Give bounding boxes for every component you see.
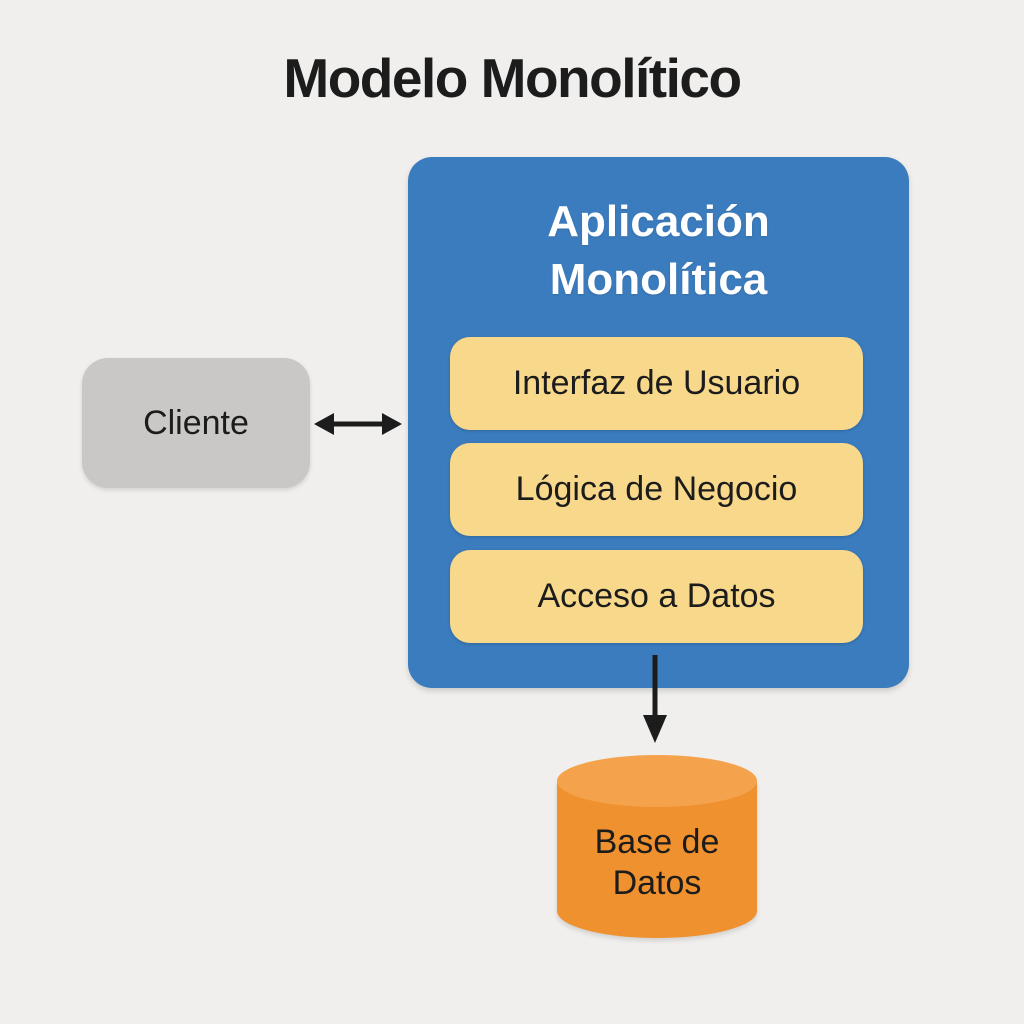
layer-acceso-label: Acceso a Datos — [537, 577, 776, 615]
layer-logica-label: Lógica de Negocio — [515, 470, 798, 508]
client-label: Cliente — [143, 403, 249, 442]
bidirectional-arrow-icon — [314, 413, 402, 435]
database-cylinder-body — [557, 781, 757, 938]
layer-acceso-a-datos: Acceso a Datos — [450, 550, 863, 643]
diagram-title: Modelo Monolítico — [283, 47, 742, 109]
database-label: Base de Datos — [594, 823, 720, 903]
layer-logica-de-negocio: Lógica de Negocio — [450, 443, 863, 536]
application-node: Aplicación Monolítica Interfaz de Usuari… — [408, 157, 909, 688]
database-cylinder-top — [557, 755, 757, 807]
application-title: Aplicación Monolítica — [547, 197, 770, 305]
layer-interfaz-label: Interfaz de Usuario — [512, 364, 801, 402]
client-node: Cliente — [82, 358, 310, 488]
layer-interfaz-de-usuario: Interfaz de Usuario — [450, 337, 863, 430]
down-arrow-icon — [643, 655, 667, 743]
